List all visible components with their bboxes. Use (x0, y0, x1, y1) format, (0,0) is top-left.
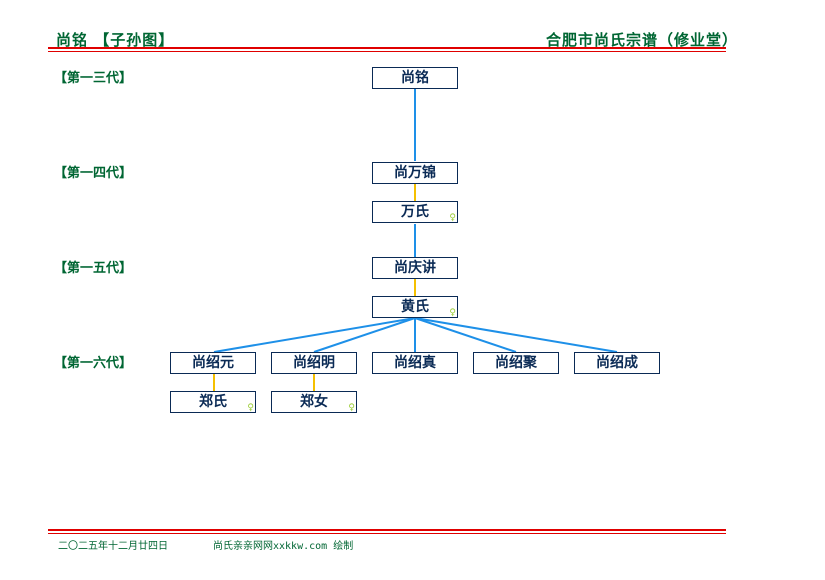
header-rule-bottom (48, 51, 726, 52)
female-icon: ♀ (348, 403, 355, 413)
female-icon: ♀ (449, 308, 456, 318)
person-node[interactable]: 尚万锦 (372, 162, 458, 184)
descent-line (414, 317, 618, 353)
person-name: 郑氏 (199, 394, 227, 410)
person-name: 尚铭 (401, 70, 429, 86)
footer-rule-top (48, 529, 726, 531)
person-name: 尚绍明 (293, 355, 335, 371)
person-node[interactable]: 尚铭 (372, 67, 458, 89)
person-node[interactable]: 尚绍明 (271, 352, 357, 374)
generation-label-14: 【第一四代】 (54, 166, 133, 181)
generation-label-13: 【第一三代】 (54, 71, 133, 86)
person-name: 郑女 (300, 394, 328, 410)
spouse-node[interactable]: 郑氏 ♀ (170, 391, 256, 413)
person-name: 黄氏 (401, 299, 429, 315)
person-node[interactable]: 尚绍真 (372, 352, 458, 374)
footer-credit: 尚氏亲亲网网xxkkw.com 绘制 (213, 541, 354, 552)
person-node[interactable]: 尚绍元 (170, 352, 256, 374)
person-name: 尚绍真 (394, 355, 436, 371)
descent-line (313, 317, 416, 353)
genealogy-title: 合肥市尚氏宗谱（修业堂） (546, 31, 739, 49)
footer-date: 二〇二五年十二月廿四日 (58, 541, 168, 552)
person-node[interactable]: 尚庆讲 (372, 257, 458, 279)
female-icon: ♀ (449, 213, 456, 223)
generation-label-16: 【第一六代】 (54, 356, 133, 371)
footer-rule-bottom (48, 533, 726, 534)
person-name: 尚万锦 (394, 165, 436, 181)
descent-line (414, 317, 517, 353)
female-icon: ♀ (247, 403, 254, 413)
person-node[interactable]: 尚绍聚 (473, 352, 559, 374)
spouse-node[interactable]: 黄氏 ♀ (372, 296, 458, 318)
person-name: 尚庆讲 (394, 260, 436, 276)
person-name: 尚绍元 (192, 355, 234, 371)
person-name: 尚绍成 (596, 355, 638, 371)
person-name: 万氏 (401, 204, 429, 220)
person-node[interactable]: 尚绍成 (574, 352, 660, 374)
header-rule-top (48, 47, 726, 49)
spouse-node[interactable]: 郑女 ♀ (271, 391, 357, 413)
spouse-node[interactable]: 万氏 ♀ (372, 201, 458, 223)
descent-line (213, 317, 416, 353)
page-title: 尚铭 【子孙图】 (56, 31, 175, 49)
generation-label-15: 【第一五代】 (54, 261, 133, 276)
person-name: 尚绍聚 (495, 355, 537, 371)
